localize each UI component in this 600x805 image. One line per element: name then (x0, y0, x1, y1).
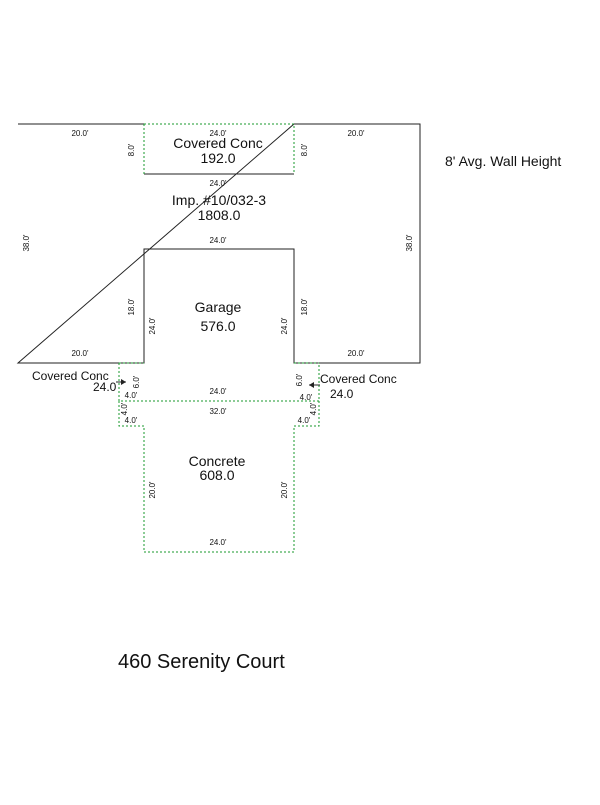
covered-top-value: 192.0 (200, 150, 235, 166)
arrow-right-head (309, 382, 314, 388)
dim-step-left-vert: 4.0' (120, 402, 129, 415)
dim-apron-left-notch: 4.0' (125, 416, 138, 425)
dim-apron-top: 32.0' (209, 407, 227, 416)
address-title: 460 Serenity Court (118, 651, 285, 673)
concrete-outline (118, 401, 320, 553)
dim-concrete-right-side: 20.0' (280, 481, 289, 499)
covered-right-name: Covered Conc (320, 372, 397, 386)
garage-value: 576.0 (200, 318, 235, 334)
dim-step-right-bottom: 4.0' (300, 393, 313, 402)
dim-porch-left-side: 8.0' (127, 143, 136, 156)
dim-garage-right-outer: 18.0' (300, 298, 309, 316)
wall-height-note: 8' Avg. Wall Height (445, 153, 561, 169)
dim-top-left: 20.0' (71, 129, 89, 138)
dim-step-left-side: 6.0' (132, 375, 141, 388)
dim-top-mid: 24.0' (209, 129, 227, 138)
dim-apron-right-notch: 4.0' (298, 416, 311, 425)
dim-porch-bottom: 24.0' (209, 179, 227, 188)
arrow-left-head (121, 379, 126, 385)
dim-top-right: 20.0' (347, 129, 365, 138)
dim-bottom-left: 20.0' (71, 349, 89, 358)
concrete-name: Concrete (189, 453, 246, 469)
dim-porch-right-side: 8.0' (300, 143, 309, 156)
covered-left-value: 24.0 (93, 380, 117, 394)
house-value: 1808.0 (198, 207, 241, 223)
dim-garage-right-inner: 24.0' (280, 317, 289, 335)
dim-bottom-right: 20.0' (347, 349, 365, 358)
concrete-value: 608.0 (199, 467, 234, 483)
dim-house-right-side: 38.0' (405, 234, 414, 252)
dim-step-left-bottom: 4.0' (125, 391, 138, 400)
dim-garage-bottom: 24.0' (209, 387, 227, 396)
dim-concrete-left-side: 20.0' (148, 481, 157, 499)
covered-top-outline (143, 123, 295, 174)
garage-bottom-outline (118, 362, 320, 402)
dim-step-right-side: 6.0' (295, 373, 304, 386)
dim-house-left-side: 38.0' (22, 234, 31, 252)
covered-right-value: 24.0 (330, 387, 354, 401)
covered-top-name: Covered Conc (173, 135, 263, 151)
covered-left-name: Covered Conc (32, 369, 109, 383)
dim-step-right-vert: 4.0' (309, 402, 318, 415)
dim-concrete-bottom: 24.0' (209, 538, 227, 547)
garage-name: Garage (195, 299, 242, 315)
dim-garage-top: 24.0' (209, 236, 227, 245)
house-outline (16, 123, 421, 364)
dim-garage-left-inner: 24.0' (148, 317, 157, 335)
dim-garage-left-outer: 18.0' (127, 298, 136, 316)
house-name: Imp. #10/032-3 (172, 192, 266, 208)
